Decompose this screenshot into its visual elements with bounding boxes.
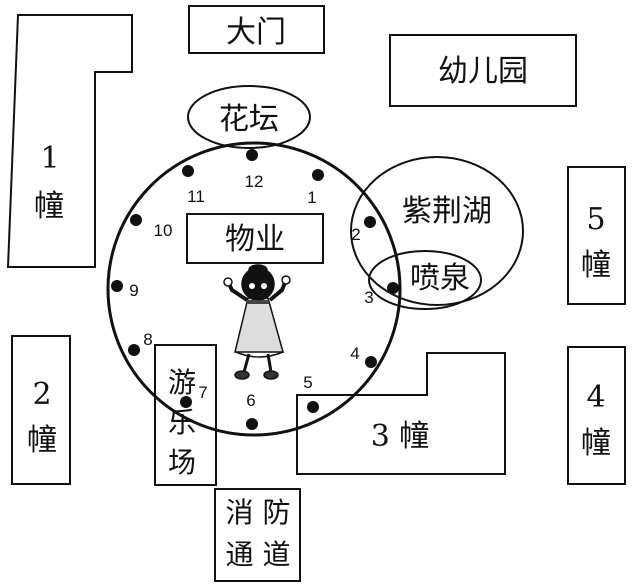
building-4-number: 4: [586, 380, 605, 415]
clock-number-3: 3: [364, 288, 373, 307]
property-office-box: [186, 213, 324, 264]
kindergarten-box: [389, 34, 577, 107]
clock-dot-12: [246, 149, 258, 161]
building-3-outline: [296, 352, 506, 475]
fountain-label: 喷泉: [410, 261, 470, 296]
building-4-unit: 幢: [581, 426, 611, 461]
clock-number-8: 8: [143, 330, 152, 349]
lake-label: 紫荆湖: [402, 194, 492, 229]
clock-number-4: 4: [350, 344, 359, 363]
building-1-unit: 幢: [34, 189, 64, 224]
clock-dot-5: [307, 401, 319, 413]
clock-number-11: 11: [187, 187, 205, 206]
building-5-box: [567, 166, 626, 305]
gate-box: [188, 5, 325, 54]
child-figure-icon: [223, 264, 291, 380]
clock-circle: [106, 141, 402, 437]
clock-number-12: 12: [245, 172, 264, 191]
playground-label-2: 乐: [168, 406, 196, 439]
clock-dot-8: [128, 344, 140, 356]
flowerbed-label: 花坛: [219, 102, 279, 137]
clock-dot-11: [182, 165, 194, 177]
clock-number-2: 2: [351, 225, 360, 244]
clock-number-10: 10: [154, 221, 173, 240]
building-1-outline: [6, 14, 133, 268]
clock-dots: [111, 149, 399, 430]
clock-number-5: 5: [303, 373, 312, 392]
clock-dot-3: [387, 282, 399, 294]
fire-lane-box: [214, 488, 301, 582]
clock-number-7: 7: [198, 383, 207, 402]
kindergarten-label: 幼儿园: [438, 54, 528, 89]
fountain-ellipse: [368, 250, 482, 310]
property-office-label: 物业: [225, 222, 285, 257]
building-5-unit: 幢: [581, 248, 611, 283]
clock-dot-9: [111, 280, 123, 292]
flowerbed-ellipse: [187, 85, 311, 149]
playground-box: [154, 344, 217, 486]
clock-dot-2: [364, 216, 376, 228]
playground-label-1: 游: [168, 366, 196, 399]
playground-label-3: 场: [168, 446, 196, 479]
clock-dot-7: [180, 396, 192, 408]
lake-ellipse: [350, 156, 524, 306]
fire-lane-label-2: 通 道: [226, 538, 291, 571]
clock-number-6: 6: [246, 391, 255, 410]
clock-dot-4: [365, 356, 377, 368]
building-2-unit: 幢: [27, 423, 57, 458]
building-4-box: [567, 346, 626, 485]
building-3-label: 3 幢: [371, 419, 430, 454]
clock-dot-6: [246, 418, 258, 430]
clock-dot-10: [130, 214, 142, 226]
gate-label: 大门: [226, 15, 286, 50]
clock-dot-1: [312, 169, 324, 181]
clock-number-1: 1: [307, 188, 316, 207]
building-2-number: 2: [32, 377, 51, 412]
building-1-number: 1: [40, 141, 59, 176]
clock-number-9: 9: [129, 281, 138, 300]
building-5-number: 5: [586, 202, 605, 237]
building-2-box: [11, 335, 71, 485]
fire-lane-label-1: 消 防: [226, 496, 291, 529]
